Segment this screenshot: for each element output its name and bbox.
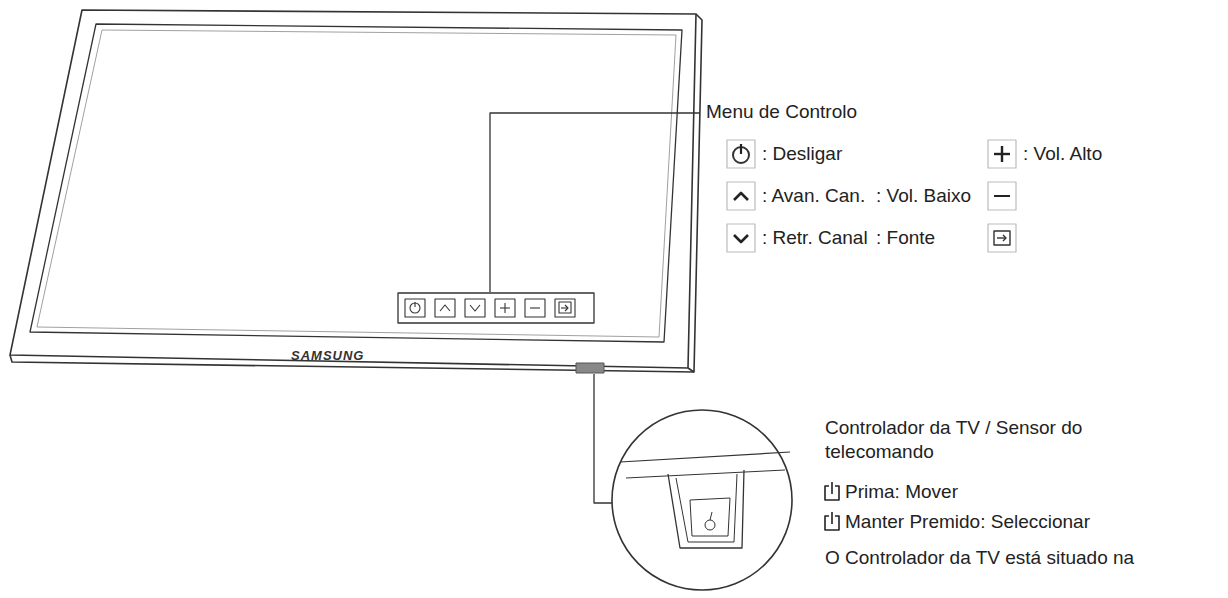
note-text: O Controlador da TV está situado na: [825, 546, 1134, 570]
button-label: : Avan. Can.: [762, 184, 865, 208]
action-label: Manter Premido: Seleccionar: [845, 510, 1090, 534]
button-label: : Retr. Canal: [762, 226, 868, 250]
button-label: : Vol. Alto: [1023, 142, 1102, 166]
button-label: : Desligar: [762, 142, 842, 166]
brand-logo: SAMSUNG: [291, 348, 364, 364]
action-label: Prima: Mover: [845, 480, 958, 504]
heading-label: Menu de Controlo: [706, 100, 857, 124]
button-label: : Fonte: [876, 226, 935, 250]
button-label: : Vol. Baixo: [876, 184, 971, 208]
sensor-heading: Controlador da TV / Sensor do telecomand…: [825, 416, 1185, 464]
